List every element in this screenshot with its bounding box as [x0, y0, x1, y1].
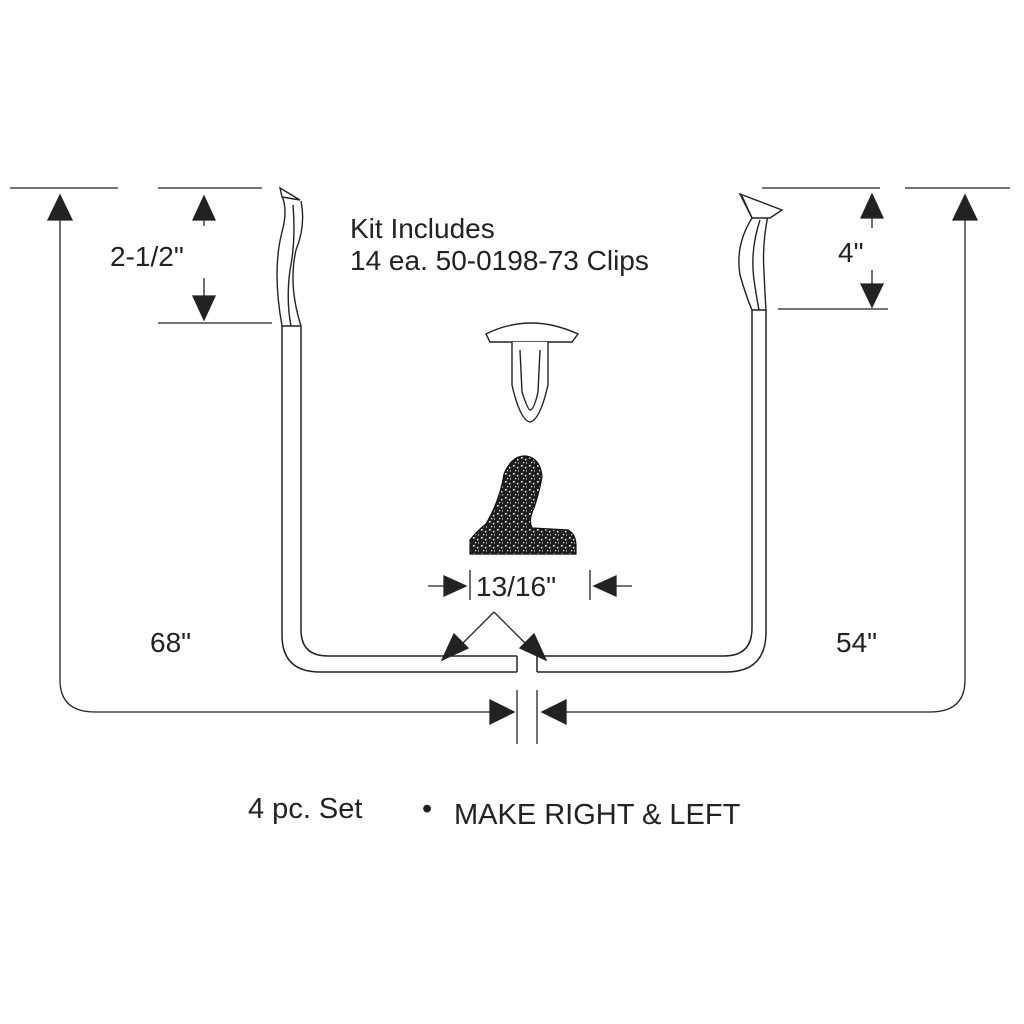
right-end-curve: [738, 192, 784, 311]
kit-includes-line2: 14 ea. 50-0198-73 Clips: [350, 245, 649, 276]
profile-width-label: 13/16": [476, 571, 556, 602]
right-end-dimension: [859, 192, 885, 309]
right-end-label: 4": [838, 237, 864, 268]
left-end-dimension: [191, 194, 217, 322]
left-end-curve: [276, 186, 304, 327]
reference-lines: [10, 187, 1010, 324]
joint-pointer-arrows: [440, 611, 548, 662]
profile-width-dimension: [428, 570, 632, 600]
right-length-label: 54": [836, 627, 877, 658]
kit-includes-line1: Kit Includes: [350, 213, 495, 244]
left-length-label: 68": [150, 627, 191, 658]
make-right-left-label: MAKE RIGHT & LEFT: [454, 799, 741, 831]
clip-icon: [485, 322, 580, 423]
footer-bullet: •: [422, 793, 432, 825]
seal-profile-icon: [469, 455, 577, 555]
left-length-dimension: [46, 193, 516, 726]
split-gap-lines: [516, 690, 538, 744]
left-end-label: 2-1/2": [110, 241, 184, 272]
right-length-dimension: [540, 193, 979, 726]
set-count-label: 4 pc. Set: [248, 793, 362, 825]
